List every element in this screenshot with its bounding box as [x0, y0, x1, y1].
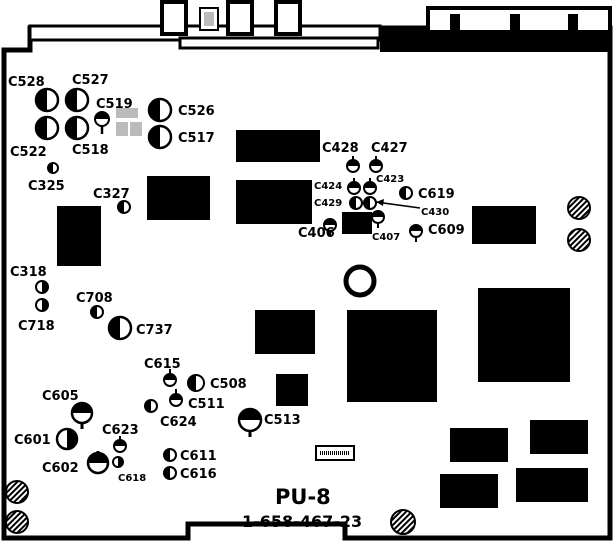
label-c423: C423	[376, 174, 404, 185]
ic-block	[530, 420, 588, 454]
label-c508: C508	[210, 377, 247, 392]
ground-pads	[5, 196, 591, 535]
label-c609: C609	[428, 223, 465, 238]
cap-c615	[163, 369, 177, 387]
cap-c708	[90, 305, 104, 319]
label-c406: C406	[298, 226, 335, 241]
ic-block	[57, 206, 101, 266]
board-name: PU-8	[275, 485, 331, 509]
cap-c519	[94, 111, 110, 134]
cap-c609	[409, 224, 423, 242]
label-c611: C611	[180, 449, 217, 464]
label-c325: C325	[28, 179, 65, 194]
cap-c618	[112, 456, 124, 468]
ic-block	[472, 206, 536, 244]
label-c407: C407	[372, 232, 400, 243]
cap-c624	[144, 399, 158, 413]
cap-c601	[55, 427, 79, 451]
label-c517: C517	[178, 131, 215, 146]
label-c623: C623	[102, 423, 139, 438]
cap-c619	[399, 186, 413, 200]
cap-c424	[347, 178, 361, 195]
label-c518: C518	[72, 143, 109, 158]
cap-c518	[64, 115, 90, 141]
ic-block	[255, 310, 315, 354]
ic-block	[236, 130, 320, 162]
cap-c602	[86, 451, 110, 475]
ic-block	[147, 176, 210, 220]
ic-block	[236, 180, 312, 224]
label-c737: C737	[136, 323, 173, 338]
label-c526: C526	[178, 104, 215, 119]
board-part-number: 1-658-467-23	[242, 512, 362, 531]
cap-c522	[34, 115, 60, 141]
label-c527: C527	[72, 73, 109, 88]
label-c708: C708	[76, 291, 113, 306]
cap-c318	[35, 280, 49, 294]
mounting-hole	[343, 264, 377, 298]
label-c602: C602	[42, 461, 79, 476]
cap-c737	[107, 315, 133, 341]
cap-c528	[34, 87, 60, 113]
label-c601: C601	[14, 433, 51, 448]
label-c513: C513	[264, 413, 301, 428]
cap-c508	[187, 374, 205, 392]
cap-c406	[323, 218, 337, 236]
cap-c526	[147, 97, 173, 123]
cap-c527	[64, 87, 90, 113]
cap-c616	[163, 466, 177, 480]
label-c718: C718	[18, 319, 55, 334]
label-c427: C427	[371, 141, 408, 156]
capacitor-symbols	[34, 87, 423, 480]
label-c619: C619	[418, 187, 455, 202]
chip-blocks	[57, 130, 588, 508]
cap-c517	[147, 124, 173, 150]
label-c327: C327	[93, 187, 130, 202]
c430-pointer-arrow	[375, 199, 421, 209]
ic-block	[516, 468, 588, 502]
ic-block	[342, 212, 372, 234]
label-c605: C605	[42, 389, 79, 404]
label-c318: C318	[10, 265, 47, 280]
label-c424: C424	[314, 181, 342, 192]
label-c618: C618	[118, 473, 146, 484]
component-labels: C528 C527 C519 C526 C522 C518 C517 C325 …	[8, 73, 465, 484]
ic-block	[347, 310, 437, 402]
top-connector	[28, 0, 612, 52]
ic-block	[450, 428, 508, 462]
ribbon-connector	[315, 445, 355, 461]
cap-c718	[35, 298, 49, 312]
cap-c325	[47, 162, 59, 174]
label-c429: C429	[314, 198, 342, 209]
cap-c513	[237, 407, 263, 437]
cap-c327	[117, 200, 131, 214]
cap-c423	[363, 178, 377, 195]
cap-c605	[70, 401, 94, 429]
label-c511: C511	[188, 397, 225, 412]
label-c616: C616	[180, 467, 217, 482]
cap-c623	[113, 436, 127, 453]
cap-c611	[163, 448, 177, 462]
label-c522: C522	[10, 145, 47, 160]
label-c428: C428	[322, 141, 359, 156]
cap-c427	[369, 156, 383, 173]
cap-c511	[169, 389, 183, 407]
label-c519: C519	[96, 97, 133, 112]
cap-c407	[371, 210, 385, 228]
smd-pads	[116, 108, 142, 136]
label-c528: C528	[8, 75, 45, 90]
cap-c428	[346, 156, 360, 173]
ic-block	[276, 374, 308, 406]
cap-c430	[363, 196, 377, 210]
label-c430: C430	[421, 207, 449, 218]
label-c624: C624	[160, 415, 197, 430]
cap-c429	[349, 196, 363, 210]
ic-block	[478, 288, 570, 382]
ic-block	[440, 474, 498, 508]
label-c615: C615	[144, 357, 181, 372]
